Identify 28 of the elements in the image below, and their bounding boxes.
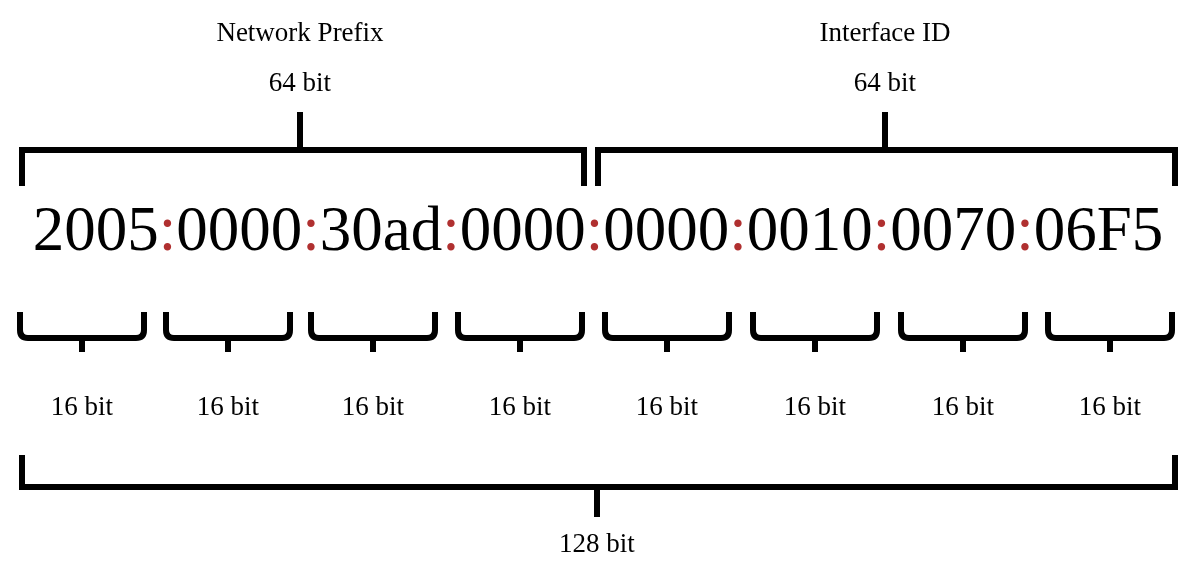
bit-length: 16 bit [50, 390, 114, 423]
address-group: 2005 [32, 198, 159, 261]
address-separator: : [302, 198, 320, 261]
bit-length: 64 bit [853, 66, 917, 99]
section-heading: Interface ID [819, 16, 951, 49]
bit-length: 16 bit [488, 390, 552, 423]
address-group: 0010 [746, 198, 873, 261]
bit-length: 16 bit [635, 390, 699, 423]
address-separator: : [158, 198, 177, 261]
section-heading: Network Prefix [216, 16, 384, 49]
bit-length: 128 bit [559, 527, 635, 560]
address-group: 06F5 [1033, 198, 1164, 261]
bit-length: 16 bit [783, 390, 847, 423]
address-separator: : [729, 198, 747, 261]
address-group: 0000 [603, 198, 730, 261]
address-separator: : [442, 198, 460, 261]
bit-length: 16 bit [931, 390, 995, 423]
bit-length: 16 bit [196, 390, 260, 423]
address-separator: : [1016, 198, 1034, 261]
address-separator: : [585, 198, 604, 261]
address-group: 0000 [176, 198, 303, 261]
bit-length: 64 bit [268, 66, 332, 99]
bit-length: 16 bit [1078, 390, 1142, 423]
address-separator: : [872, 198, 891, 261]
address-group: 30ad [319, 198, 443, 261]
address-group: 0070 [890, 198, 1017, 261]
address-group: 0000 [459, 198, 586, 261]
bit-length: 16 bit [341, 390, 405, 423]
